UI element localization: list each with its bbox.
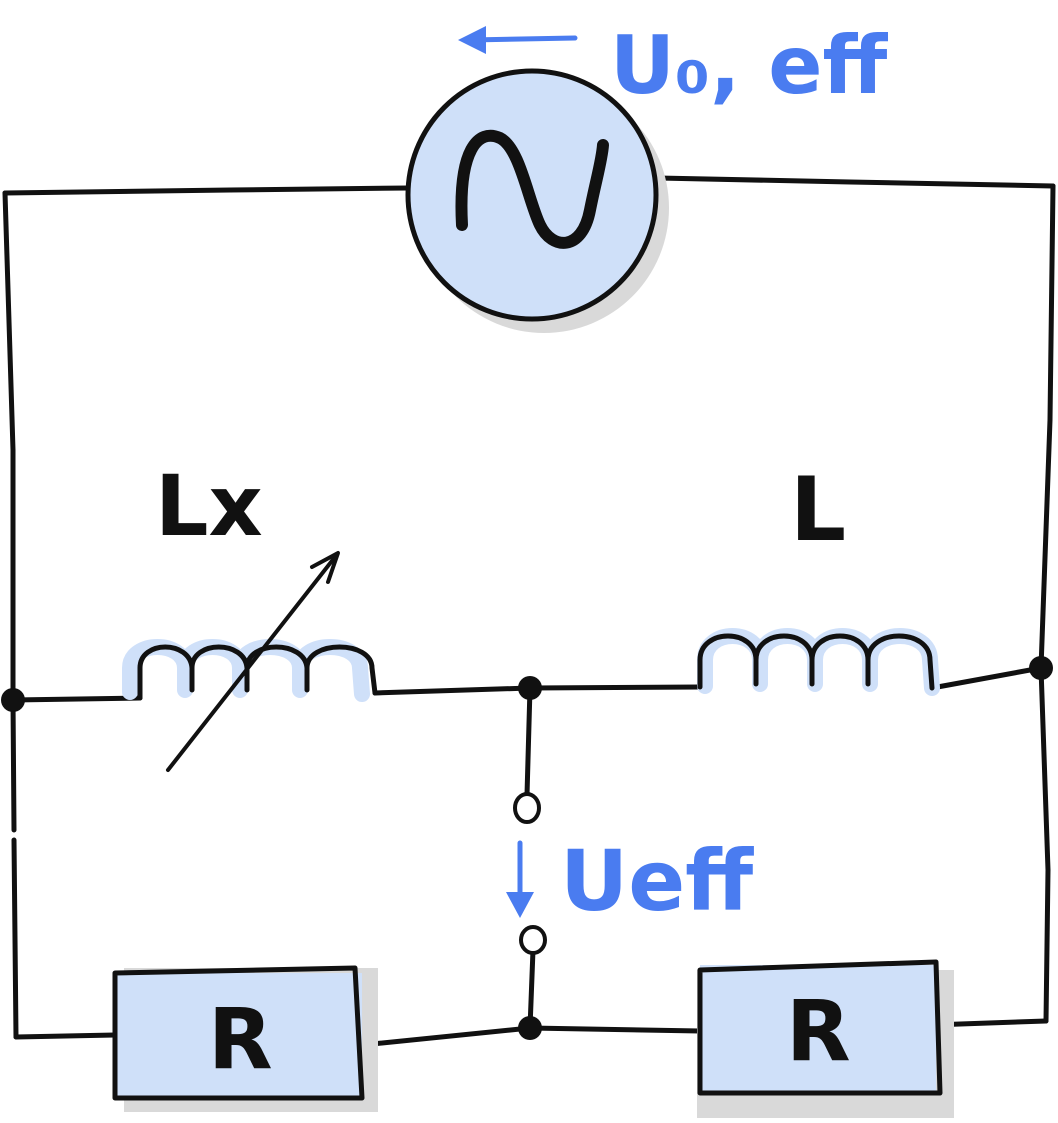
measure-voltage-arrow-icon	[506, 840, 534, 918]
source-voltage-arrow-icon	[458, 26, 578, 54]
wire-mid-left	[10, 695, 143, 703]
inductor-lx	[122, 639, 378, 702]
source-voltage-label: U₀, eff	[610, 19, 889, 112]
junction-left	[1, 688, 25, 712]
terminal-bottom	[519, 925, 547, 955]
measured-voltage-label: Ueff	[560, 832, 754, 930]
resistor-right	[697, 959, 954, 1118]
ac-voltage-source	[405, 68, 669, 333]
wire-measure-top	[524, 685, 533, 798]
wire-mid-right	[929, 665, 1044, 691]
wire-top-left	[2, 185, 411, 196]
junction-center-top	[518, 676, 542, 700]
junction-right	[1029, 656, 1053, 680]
terminal-top	[513, 792, 541, 824]
sine-wave-icon	[455, 129, 609, 249]
wire-left-vertical	[2, 190, 19, 1040]
resistor-left	[112, 965, 378, 1112]
inductor-lx-label: Lx	[155, 457, 263, 555]
wire-top-right	[655, 175, 1056, 189]
inductor-l-label: L	[790, 458, 846, 561]
variable-arrow-icon	[166, 551, 340, 772]
resistor-right-label: R	[786, 982, 851, 1080]
wire-right-vertical	[1038, 183, 1056, 1024]
wire-bottom-left	[13, 1032, 118, 1040]
wire-measure-bottom	[527, 947, 536, 1031]
inductor-l	[697, 628, 940, 696]
resistor-left-label: R	[208, 990, 273, 1088]
junction-center-bottom	[518, 1016, 542, 1040]
